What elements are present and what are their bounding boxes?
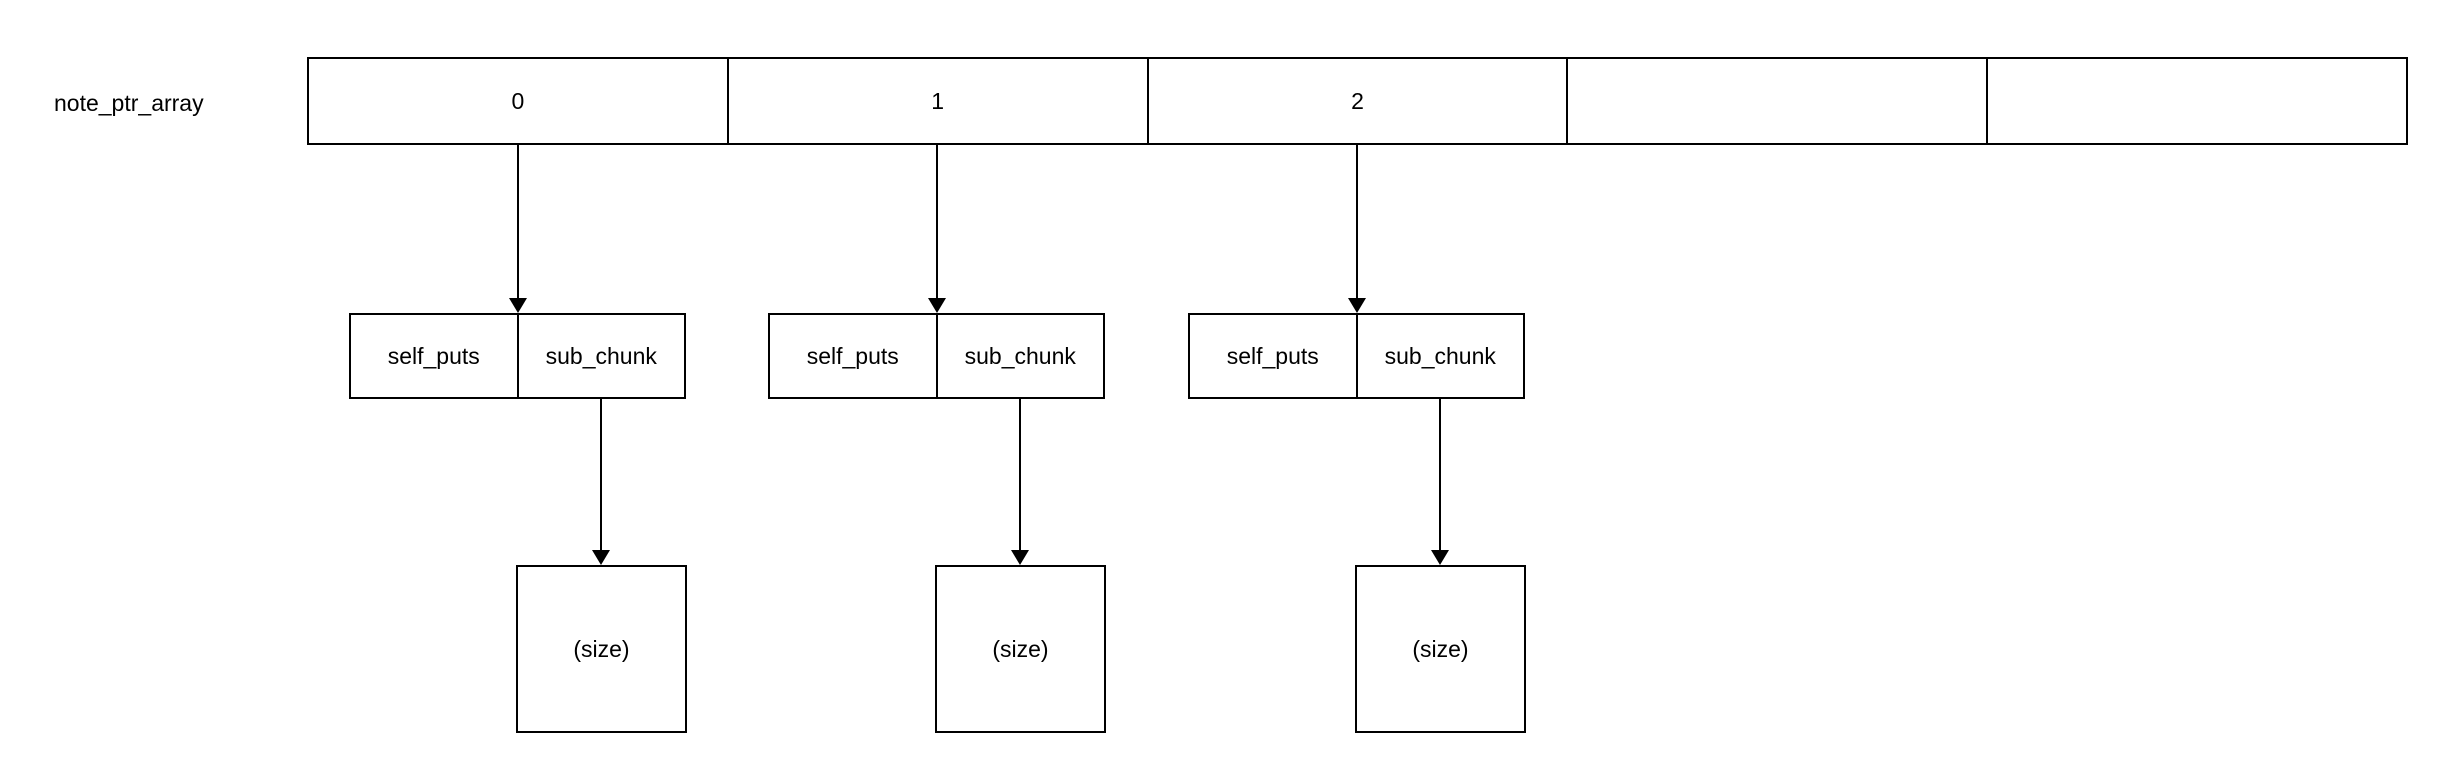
array-cell-2-label: 2 <box>1351 87 1364 114</box>
chunk-2-self-puts-label: self_puts <box>1226 342 1319 369</box>
arrow-array-cell-2-to-chunk-2-head <box>1348 298 1366 313</box>
chunk-box-1: self_puts sub_chunk <box>768 313 1105 399</box>
chunk-0-sub-chunk-label: sub_chunk <box>545 342 657 369</box>
chunk-2-self-puts-field[interactable]: self_puts <box>1190 315 1358 397</box>
array-cell-2[interactable]: 2 <box>1148 59 1569 143</box>
size-box-1: (size) <box>935 565 1106 733</box>
arrow-array-cell-1-to-chunk-1-head <box>928 298 946 313</box>
chunk-0-self-puts-label: self_puts <box>387 342 480 369</box>
size-box-0: (size) <box>516 565 687 733</box>
chunk-1-sub-chunk-label: sub_chunk <box>964 342 1076 369</box>
arrow-array-cell-0-to-chunk-0-head <box>509 298 527 313</box>
size-box-1-label: (size) <box>992 635 1049 662</box>
array-cell-0-label: 0 <box>511 87 525 114</box>
arrow-chunk-0-to-size-0-line <box>600 399 602 550</box>
chunk-2-sub-chunk-field[interactable]: sub_chunk <box>1358 315 1524 397</box>
chunk-0-sub-chunk-field[interactable]: sub_chunk <box>519 315 685 397</box>
arrow-array-cell-0-to-chunk-0-line <box>517 145 519 298</box>
chunk-box-0: self_puts sub_chunk <box>349 313 686 399</box>
arrow-chunk-1-to-size-1-head <box>1011 550 1029 565</box>
size-box-2-label: (size) <box>1412 635 1469 662</box>
arrow-chunk-2-to-size-2-line <box>1439 399 1441 550</box>
chunk-box-2: self_puts sub_chunk <box>1188 313 1525 399</box>
array-cell-0[interactable]: 0 <box>309 59 729 143</box>
array-cell-3[interactable] <box>1568 59 1989 143</box>
chunk-1-self-puts-field[interactable]: self_puts <box>770 315 938 397</box>
arrow-chunk-2-to-size-2-head <box>1431 550 1449 565</box>
note-ptr-array-label: note_ptr_array <box>54 90 204 116</box>
arrow-chunk-1-to-size-1-line <box>1019 399 1021 550</box>
note-ptr-array-row: 0 1 2 <box>307 57 2408 145</box>
arrow-array-cell-2-to-chunk-2-line <box>1356 145 1358 298</box>
chunk-0-self-puts-field[interactable]: self_puts <box>351 315 519 397</box>
array-cell-4[interactable] <box>1988 59 2406 143</box>
chunk-2-sub-chunk-label: sub_chunk <box>1384 342 1496 369</box>
array-cell-1[interactable]: 1 <box>728 59 1149 143</box>
arrow-array-cell-1-to-chunk-1-line <box>936 145 938 298</box>
size-box-0-label: (size) <box>573 635 630 662</box>
arrow-chunk-0-to-size-0-head <box>592 550 610 565</box>
array-cell-1-label: 1 <box>931 87 945 114</box>
chunk-1-self-puts-label: self_puts <box>806 342 899 369</box>
size-box-2: (size) <box>1355 565 1526 733</box>
chunk-1-sub-chunk-field[interactable]: sub_chunk <box>938 315 1104 397</box>
